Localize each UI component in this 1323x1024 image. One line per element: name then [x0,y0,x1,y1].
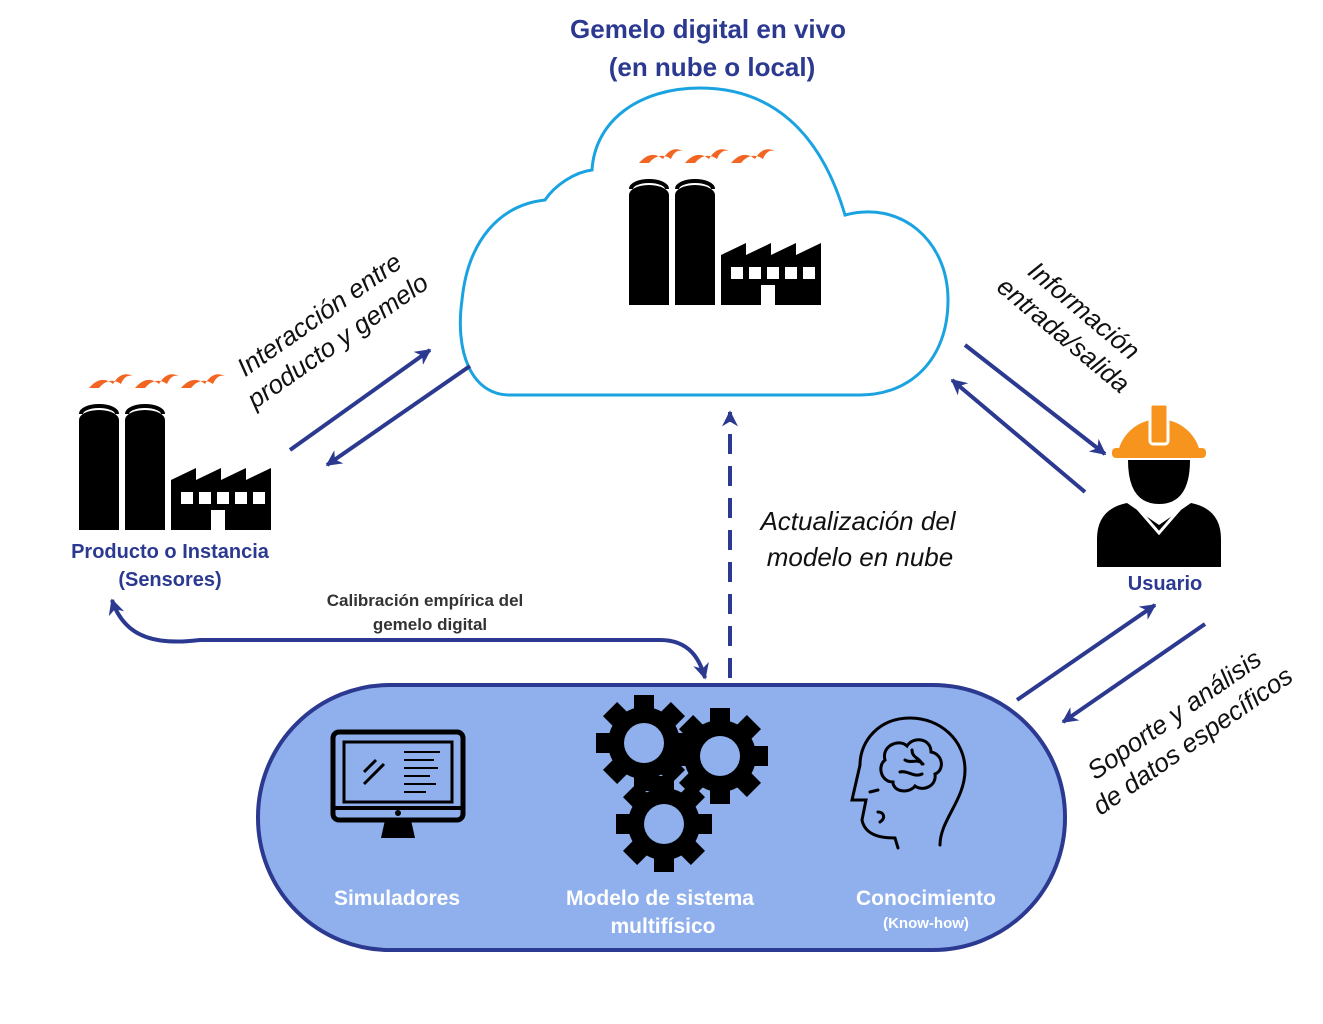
arrow-user-to-platform [1061,622,1207,724]
arrow-calibration [108,598,709,680]
factory-icon-product [77,372,273,532]
product-label-line2: (Sensores) [118,569,221,591]
simulators-label: Simuladores [334,887,460,910]
arrow-product-to-cloud [288,348,432,452]
model-label-line1: Modelo de sistema [566,887,754,910]
arrow-user-to-cloud [950,378,1087,494]
model-label-line2: multifísico [610,915,715,938]
arrow-cloud-to-user [963,343,1107,456]
monitor-icon [330,729,466,838]
brain-head-icon [850,716,967,850]
diagram-title-line2: (en nube o local) [609,52,816,82]
arrow-cloud-to-product [325,364,472,467]
update-label-line2: modelo en nube [767,542,953,572]
diagram-title-line1: Gemelo digital en vivo [570,14,846,44]
knowledge-label-line1: Conocimiento [856,887,996,910]
update-label-line1: Actualización del [758,506,956,536]
user-label: Usuario [1128,573,1202,595]
knowledge-label-line2: (Know-how) [883,915,969,932]
calibration-label-line1: Calibración empírica del [327,591,524,610]
product-label-line1: Producto o Instancia [71,541,270,563]
arrow-platform-to-user [1015,603,1157,702]
calibration-label-line2: gemelo digital [373,615,487,634]
worker-icon [1097,402,1221,567]
